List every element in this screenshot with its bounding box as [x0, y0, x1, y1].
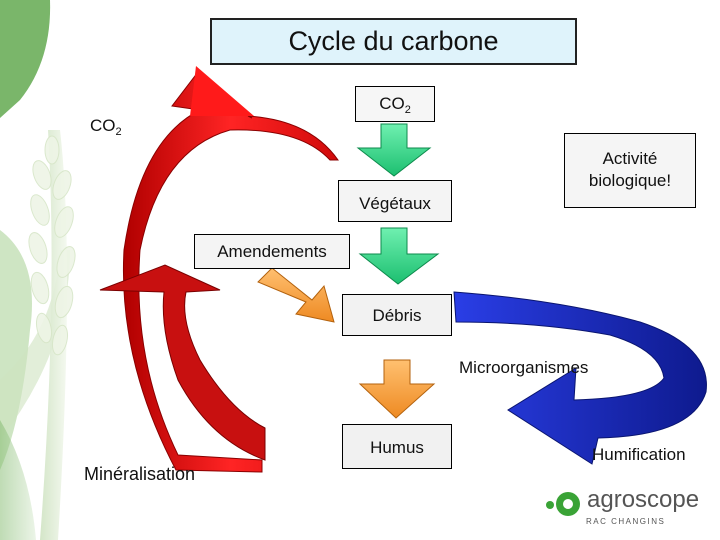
co2-left-main: CO — [90, 116, 116, 135]
green-arrow-vegetaux-to-debris — [358, 227, 440, 285]
green-arrow-co2-to-vegetaux — [356, 123, 432, 177]
agroscope-logo-icon — [546, 492, 580, 516]
mineralisation-label: Minéralisation — [84, 464, 196, 484]
debris-node: Débris — [342, 294, 452, 336]
wheat-ear-image — [0, 0, 76, 540]
co2-node-top: CO2 — [355, 86, 435, 122]
logo-name: agroscope — [587, 486, 700, 513]
co2-top-sub: 2 — [404, 104, 411, 116]
orange-arrow-amendements-to-debris — [257, 267, 335, 323]
co2-left-sub: 2 — [115, 126, 122, 138]
humification-arrow — [453, 291, 707, 465]
vegetaux-node: Végétaux — [338, 180, 452, 222]
humus-node: Humus — [342, 424, 452, 469]
logo-sub: RAC CHANGINS — [586, 517, 666, 526]
diagram-title: Cycle du carbone — [210, 18, 577, 65]
orange-arrow-debris-to-humus — [358, 359, 436, 419]
microorganismes-label: Microorganismes — [459, 358, 589, 377]
co2-node-left: CO2 — [90, 116, 122, 138]
activite-line-2: biologique! — [588, 171, 672, 190]
co2-top-main: CO — [379, 94, 405, 113]
activite-biologique-node: Activité biologique! — [564, 133, 696, 208]
humification-label: Humification — [592, 445, 686, 464]
activite-line-1: Activité — [602, 149, 658, 168]
mineralisation-arrow — [99, 264, 266, 461]
amendements-node: Amendements — [194, 234, 350, 269]
co2-release-arrow — [123, 71, 339, 473]
